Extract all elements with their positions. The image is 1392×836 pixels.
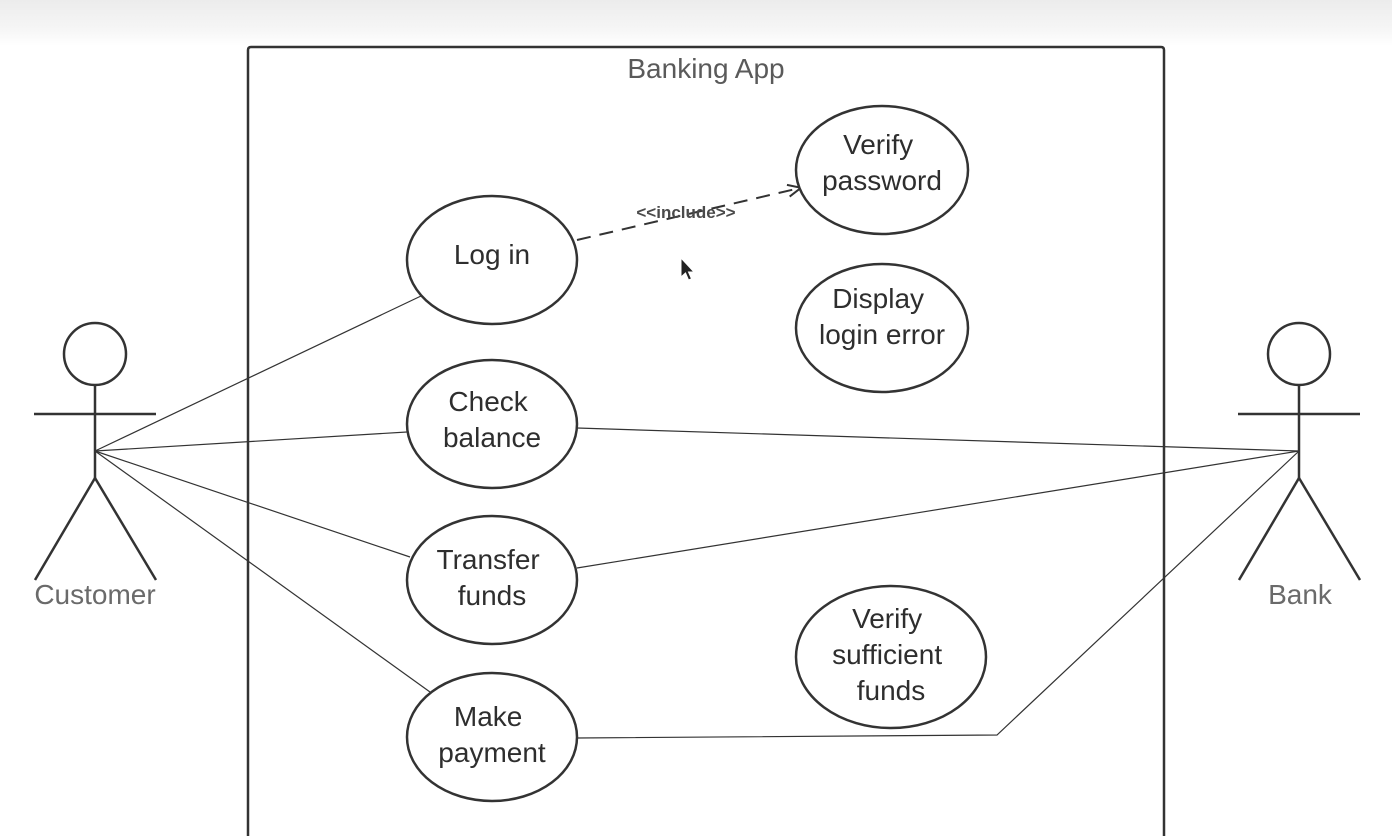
mouse-cursor-icon [680, 256, 696, 281]
assoc-customer-log-in[interactable] [94, 295, 422, 452]
use-case-verify-password[interactable] [794, 104, 970, 236]
actor-label-customer: Customer [34, 579, 155, 610]
top-shade [0, 0, 1392, 46]
use-case-check-balance[interactable] [405, 358, 579, 490]
use-case-label-log-in: Log in [454, 239, 530, 270]
use-cases [405, 104, 988, 803]
actor-customer[interactable] [33, 321, 158, 581]
actor-label-bank: Bank [1268, 579, 1333, 610]
assoc-check-balance-bank[interactable] [576, 427, 1300, 452]
assoc-customer-make-payment[interactable] [94, 450, 431, 693]
actor-head [1266, 321, 1332, 387]
system-title: Banking App [627, 53, 784, 84]
use-case-label-transfer-funds: Transfer funds [437, 544, 548, 611]
use-case-make-payment[interactable] [405, 671, 579, 803]
use-case-display-login-error[interactable] [794, 262, 970, 394]
assoc-customer-check-balance[interactable] [94, 431, 408, 452]
use-case-verify-sufficient-funds[interactable] [794, 584, 988, 730]
assoc-make-payment-bank[interactable] [576, 450, 1300, 739]
system-boundary[interactable] [246, 45, 1166, 836]
actor-head [62, 321, 128, 387]
use-case-transfer-funds[interactable] [405, 514, 579, 646]
use-case-log-in[interactable] [405, 194, 579, 326]
actor-bank[interactable] [1237, 321, 1362, 581]
use-case-label-display-login-error: Display login error [819, 283, 945, 350]
assoc-customer-transfer-funds[interactable] [94, 450, 411, 558]
use-case-label-verify-password: Verify password [822, 129, 942, 196]
include-label: <<include>> [636, 203, 735, 222]
use-case-label-check-balance: Check balance [443, 386, 541, 453]
assoc-transfer-funds-bank[interactable] [576, 450, 1300, 569]
use-case-label-make-payment: Make payment [438, 701, 546, 768]
use-case-labels: Log in Verify password Display login err… [437, 129, 950, 768]
associations [94, 295, 1300, 739]
use-case-label-verify-sufficient-funds: Verify sufficient funds [832, 603, 950, 706]
include-relationship[interactable]: <<include>> [576, 188, 800, 241]
